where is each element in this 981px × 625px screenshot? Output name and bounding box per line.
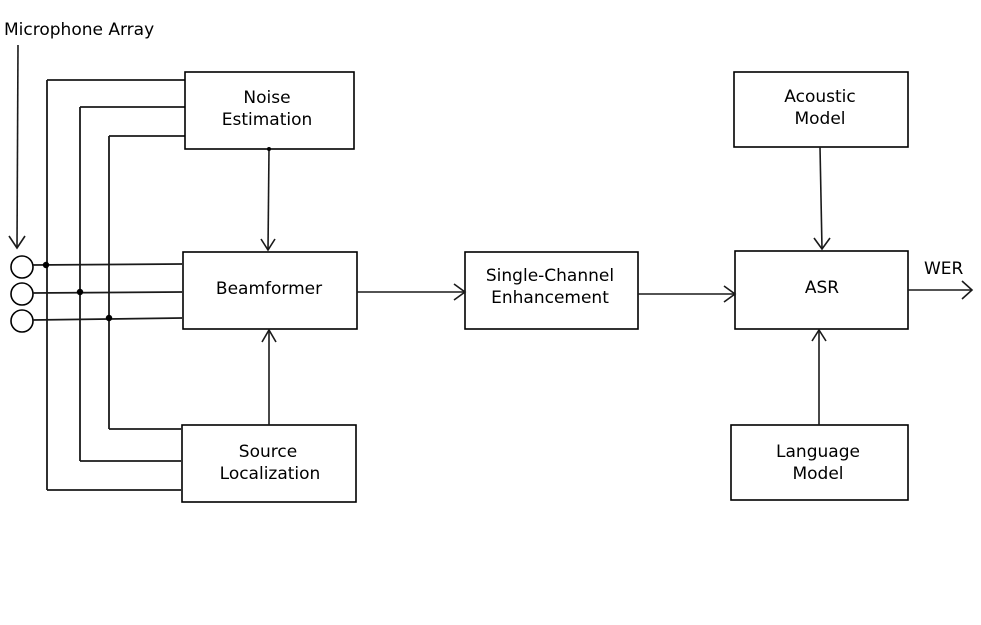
- arrow-localization-to-beamformer: [261, 328, 277, 425]
- source-localization-label-line1: Source: [239, 442, 297, 462]
- enhancement-label-line2: Enhancement: [491, 288, 609, 308]
- enhancement-label-line1: Single-Channel: [486, 266, 614, 286]
- arrow-noise-to-beamformer: [260, 147, 276, 252]
- microphone-1: [10, 255, 34, 279]
- microphone-3: [10, 309, 34, 333]
- beamformer-block: Beamformer: [182, 251, 358, 330]
- source-localization-label-line2: Localization: [220, 464, 321, 484]
- arrow-language-to-asr: [811, 328, 827, 425]
- language-model-label-line1: Language: [776, 442, 860, 462]
- asr-label: ASR: [805, 278, 839, 298]
- language-model-label-line2: Model: [792, 464, 843, 484]
- arrow-asr-to-wer: [908, 280, 974, 300]
- microphone-wiring: [32, 79, 185, 491]
- acoustic-model-block: Acoustic Model: [733, 71, 909, 148]
- arrow-enhancement-to-asr: [638, 285, 737, 303]
- language-model-block: Language Model: [730, 424, 909, 501]
- wer-label: WER: [924, 259, 964, 279]
- arrow-acoustic-to-asr: [813, 146, 831, 251]
- acoustic-model-label-line1: Acoustic: [784, 87, 855, 107]
- single-channel-enhancement-block: Single-Channel Enhancement: [464, 251, 639, 330]
- noise-estimation-block: Noise Estimation: [184, 71, 355, 150]
- source-localization-block: Source Localization: [181, 424, 357, 503]
- beamformer-label: Beamformer: [216, 279, 322, 299]
- microphone-pointer-arrow: [8, 44, 26, 250]
- noise-estimation-label-line2: Estimation: [222, 110, 313, 130]
- microphone-array-label: Microphone Array: [4, 20, 154, 40]
- acoustic-model-label-line2: Model: [794, 109, 845, 129]
- noise-estimation-label-line1: Noise: [243, 88, 290, 108]
- microphone-array: [10, 255, 34, 333]
- arrow-beamformer-to-enhancement: [357, 283, 467, 301]
- asr-block: ASR: [734, 250, 909, 330]
- microphone-2: [10, 282, 34, 306]
